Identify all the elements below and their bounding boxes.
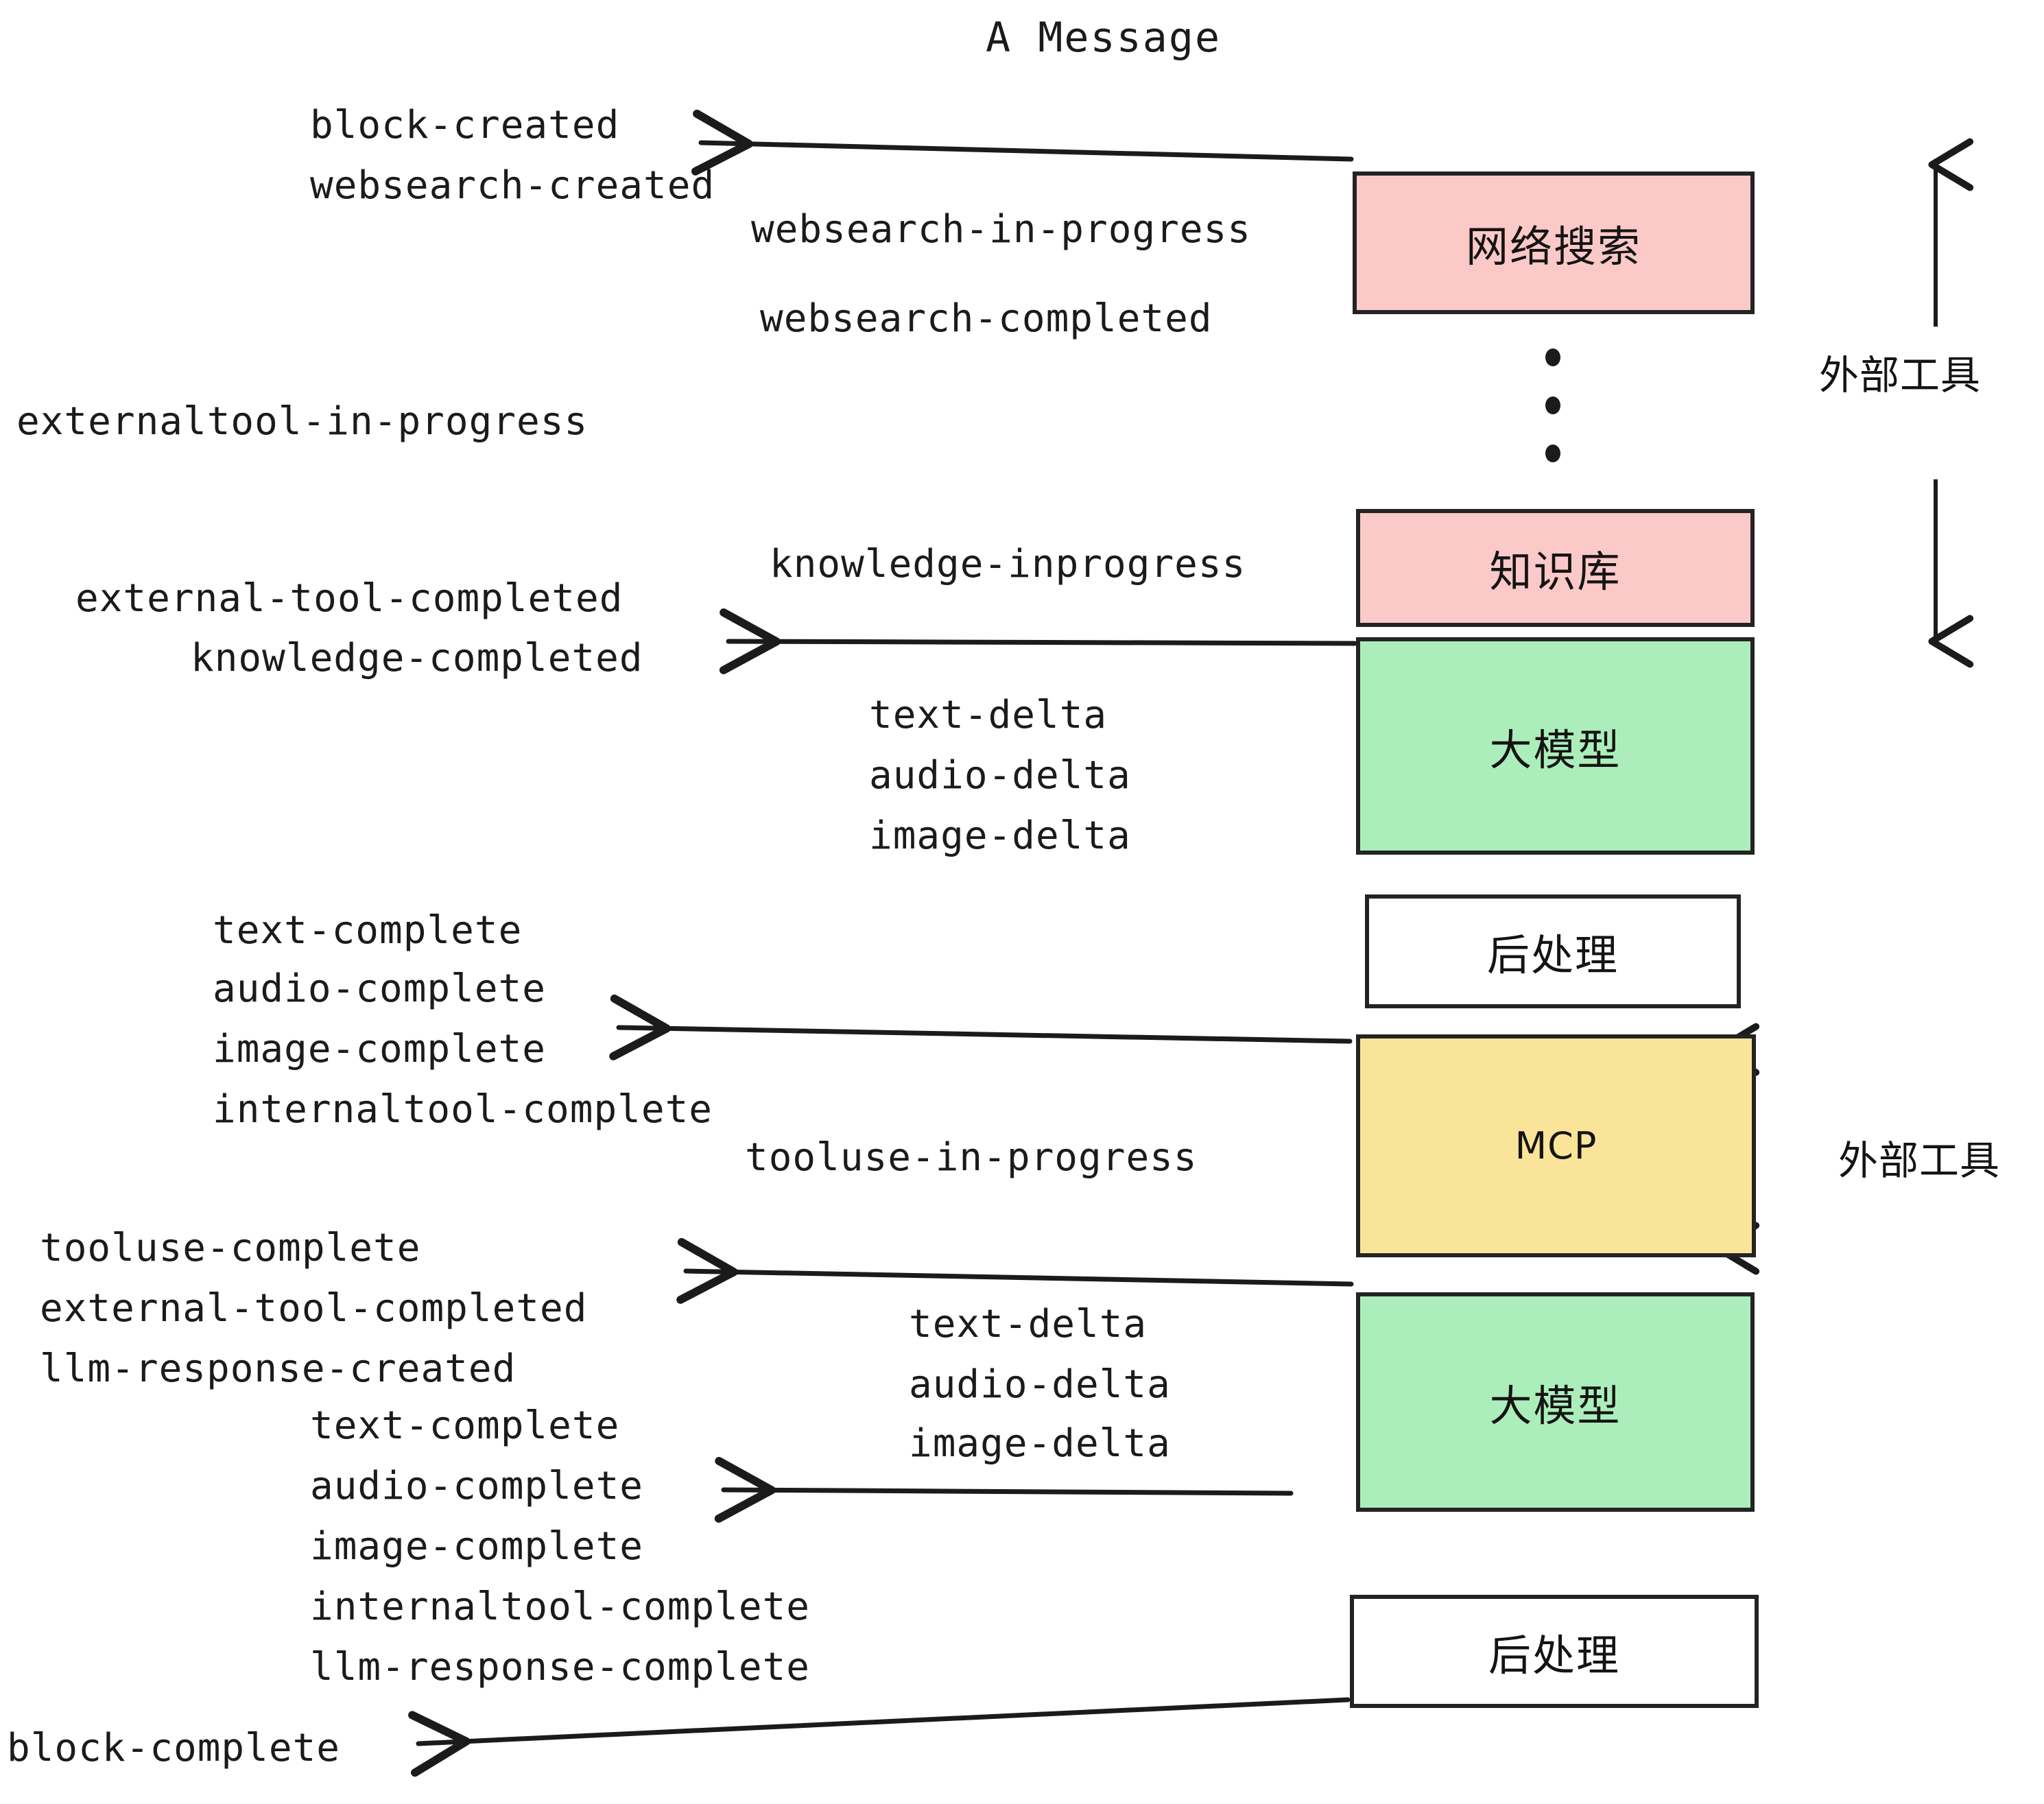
ellipsis-dot-2: [1545, 396, 1560, 414]
event-label-audio-complete-2: audio-complete: [310, 1464, 644, 1508]
event-label-block-complete: block-complete: [7, 1726, 341, 1770]
node-label: 后处理: [1486, 930, 1619, 980]
event-label-text-delta-2: text-delta: [909, 1302, 1148, 1346]
node-knowledge: 知识库: [1356, 509, 1755, 627]
node-postprocess-1: 后处理: [1365, 894, 1741, 1008]
diagram-title: A Message: [986, 14, 1222, 62]
event-label-tooluse-complete: tooluse-complete: [40, 1226, 421, 1270]
arrow-mcp-to-tooluse: [676, 1237, 1354, 1304]
node-label: 网络搜索: [1465, 222, 1641, 272]
event-label-text-complete-2: text-complete: [310, 1403, 620, 1448]
event-label-internaltool-complete-2: internaltool-complete: [310, 1585, 811, 1629]
event-label-knowledge-inprogress: knowledge-inprogress: [770, 542, 1246, 586]
arrow-layer: [408, 109, 1357, 1777]
event-label-internaltool-complete-1: internaltool-complete: [213, 1087, 713, 1132]
event-label-websearch-created: websearch-created: [310, 163, 715, 208]
event-label-image-delta-1: image-delta: [869, 814, 1131, 858]
ellipsis-dot-3: [1545, 444, 1560, 462]
event-label-external-tool-completed-1: external-tool-completed: [75, 576, 623, 621]
event-label-image-complete-1: image-complete: [213, 1027, 547, 1071]
arrow-postprocess-to-image: [609, 994, 1353, 1060]
event-label-externaltool-in-progress: externaltool-in-progress: [16, 399, 589, 444]
node-label: 后处理: [1488, 1630, 1620, 1681]
arrow-postprocess2-to-block: [408, 1697, 1351, 1777]
group-label-external-tools-top: 外部工具: [1819, 352, 1982, 399]
ellipsis-dot-1: [1545, 348, 1560, 366]
event-label-websearch-in-progress: websearch-in-progress: [751, 207, 1252, 252]
arrow-knowledge-to-completed: [719, 608, 1357, 674]
node-label: MCP: [1514, 1124, 1597, 1167]
event-label-text-complete-1: text-complete: [213, 908, 523, 953]
event-label-external-tool-completed-2: external-tool-completed: [40, 1286, 588, 1331]
event-label-tooluse-in-progress: tooluse-in-progress: [745, 1135, 1198, 1180]
node-label: 大模型: [1489, 1381, 1621, 1431]
event-label-text-delta-1: text-delta: [869, 693, 1108, 737]
event-label-image-complete-2: image-complete: [310, 1524, 644, 1569]
node-postprocess-2: 后处理: [1350, 1595, 1759, 1708]
arrow-llm2-to-audio: [714, 1457, 1294, 1523]
node-llm-2: 大模型: [1356, 1292, 1755, 1512]
arrow-websearch-to-blockcreated: [691, 109, 1354, 176]
node-llm-1: 大模型: [1356, 637, 1755, 855]
event-label-audio-delta-1: audio-delta: [869, 753, 1131, 798]
node-websearch: 网络搜索: [1353, 171, 1755, 314]
node-label: 大模型: [1489, 724, 1621, 775]
event-label-audio-complete-1: audio-complete: [213, 966, 547, 1011]
event-label-llm-response-complete: llm-response-complete: [310, 1645, 811, 1689]
event-label-llm-response-created: llm-response-created: [40, 1346, 516, 1391]
node-mcp: MCP: [1356, 1034, 1756, 1257]
event-label-block-created: block-created: [310, 103, 620, 147]
event-label-audio-delta-2: audio-delta: [909, 1362, 1171, 1407]
group-label-external-tools-bottom: 外部工具: [1838, 1137, 2001, 1184]
event-label-image-delta-2: image-delta: [909, 1421, 1171, 1466]
event-label-websearch-completed: websearch-completed: [760, 296, 1213, 341]
event-label-knowledge-completed: knowledge-completed: [191, 636, 643, 680]
node-label: 知识库: [1489, 547, 1621, 597]
